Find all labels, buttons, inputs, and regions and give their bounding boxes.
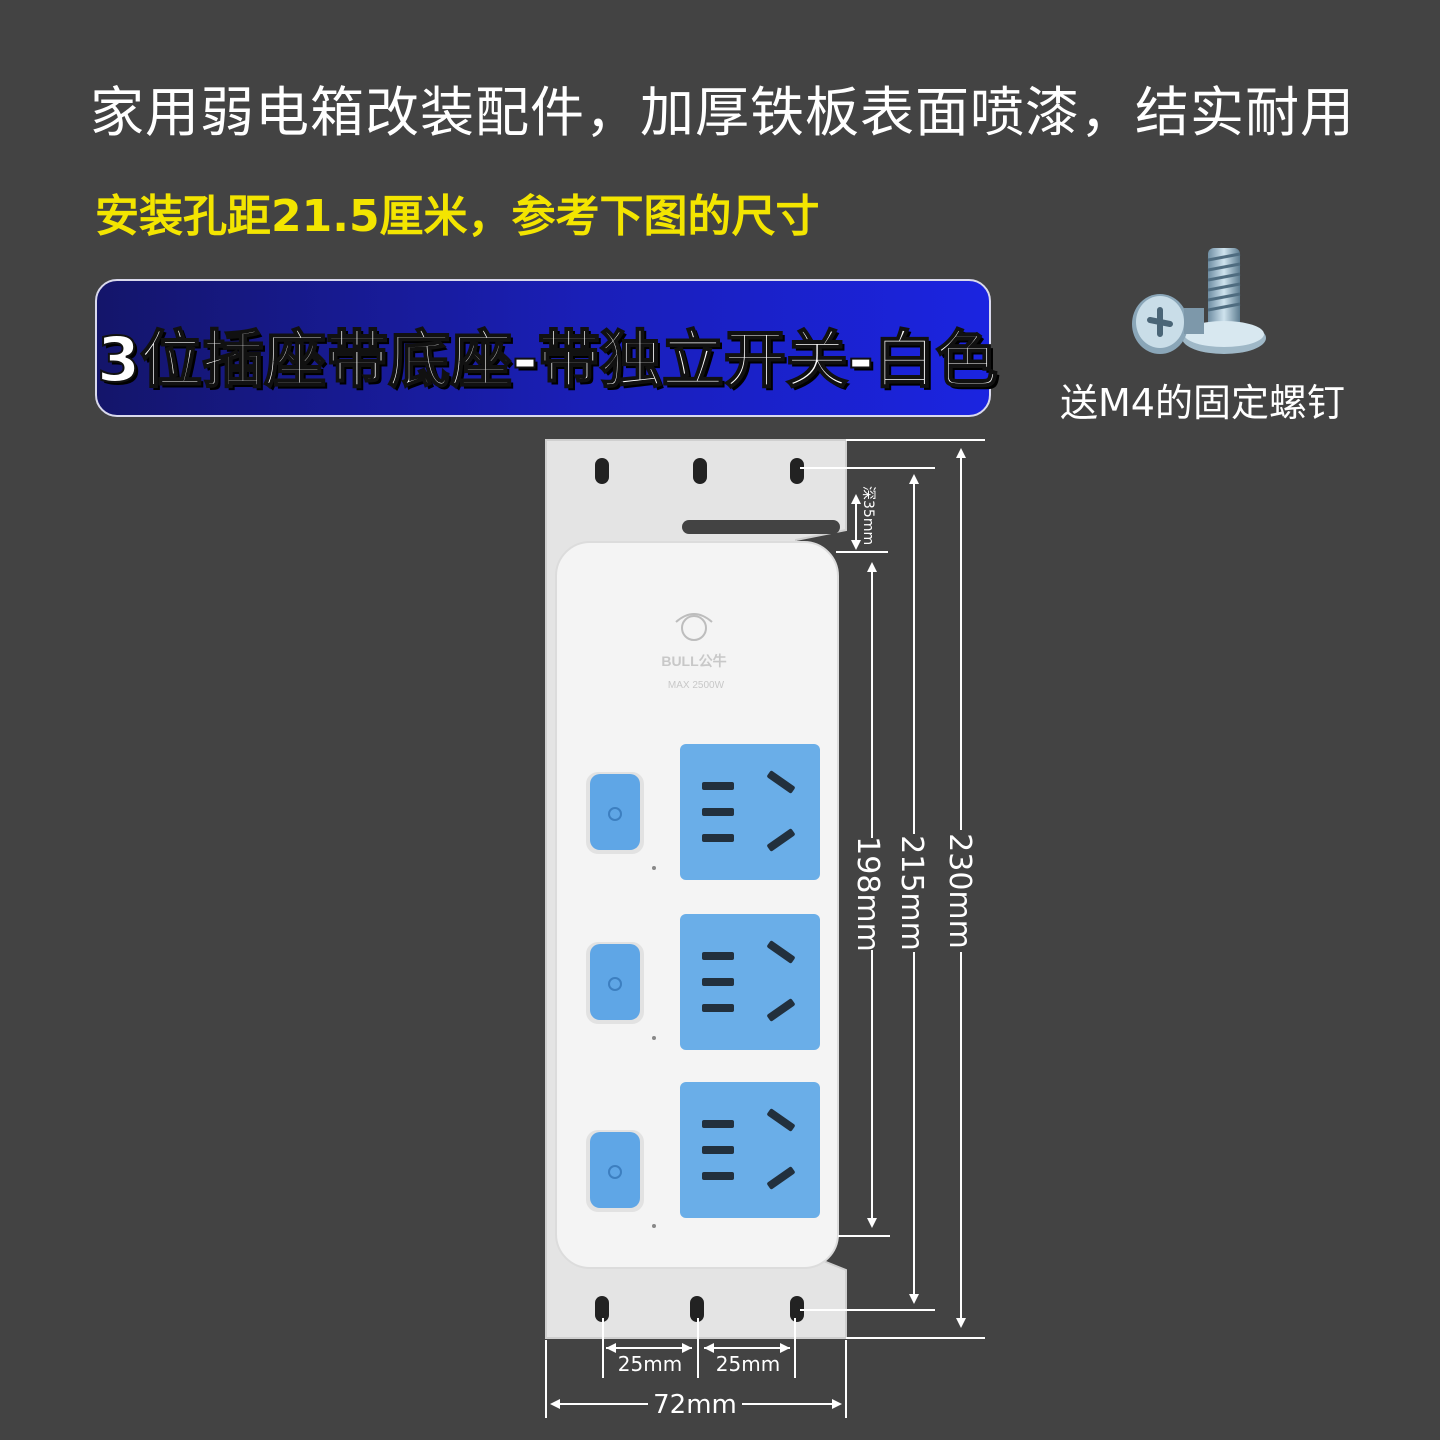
screw-caption: 送M4的固定螺钉	[1060, 381, 1345, 425]
rating-text: MAX 2500W	[668, 680, 725, 691]
power-switch-button[interactable]	[590, 944, 640, 1020]
bracket-holes-bottom	[595, 1296, 804, 1322]
socket-slot	[702, 808, 734, 816]
power-switch-button[interactable]	[590, 1132, 640, 1208]
socket-slot	[702, 1004, 734, 1012]
indicator-led	[652, 866, 656, 870]
socket-slot	[702, 952, 734, 960]
overall-width-label: 72mm	[653, 1390, 737, 1420]
overall-height-label: 230mm	[942, 833, 977, 949]
socket-slot	[702, 1146, 734, 1154]
bracket-cable-slot	[682, 520, 840, 534]
power-switch-button[interactable]	[590, 774, 640, 850]
power-icon	[608, 807, 622, 821]
outlet-module	[586, 744, 820, 880]
socket-slot	[702, 782, 734, 790]
socket-slot	[767, 1166, 795, 1190]
product-title: 3位插座带底座-带独立开关-白色	[96, 322, 999, 397]
outlet-module	[586, 914, 820, 1050]
socket-slot	[767, 940, 795, 964]
socket-slot	[702, 834, 734, 842]
socket-face	[680, 744, 820, 880]
socket-slot	[702, 1172, 734, 1180]
product-title-banner: 3位插座带底座-带独立开关-白色	[95, 279, 999, 417]
outlet-module	[586, 1082, 820, 1228]
headline: 家用弱电箱改装配件，加厚铁板表面喷漆，结实耐用	[90, 81, 1355, 144]
socket-slot	[767, 998, 795, 1022]
screw-icon	[1132, 248, 1266, 354]
socket-slot	[767, 828, 795, 852]
bracket-holes-top	[595, 458, 804, 484]
hole-spacing-vertical-label: 215mm	[894, 835, 929, 951]
hole-spacing-right-label: 25mm	[716, 1352, 780, 1376]
socket-slot	[767, 770, 795, 794]
brand-text: BULL公牛	[661, 653, 726, 669]
indicator-led	[652, 1036, 656, 1040]
subheadline: 安装孔距21.5厘米，参考下图的尺寸	[95, 191, 820, 242]
inner-height-label: 198mm	[850, 836, 885, 952]
depth-label: 深35mm	[860, 486, 876, 545]
socket-face	[680, 914, 820, 1050]
brand-logo-icon	[675, 613, 713, 641]
socket-face	[680, 1082, 820, 1218]
socket-slot	[702, 978, 734, 986]
hole-spacing-left-label: 25mm	[618, 1352, 682, 1376]
socket-slot	[702, 1120, 734, 1128]
power-icon	[608, 977, 622, 991]
socket-slot	[767, 1108, 795, 1132]
outlet-group	[586, 744, 820, 1228]
power-icon	[608, 1165, 622, 1179]
indicator-led	[652, 1224, 656, 1228]
